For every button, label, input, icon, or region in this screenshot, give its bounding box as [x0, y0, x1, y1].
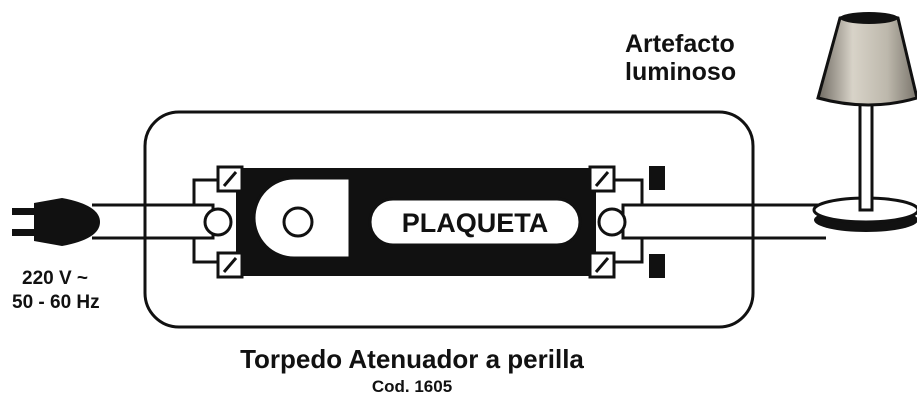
- diagram-title: Torpedo Atenuador a perilla: [240, 344, 584, 374]
- diagram-code: Cod. 1605: [372, 377, 452, 396]
- power-label-line2: 50 - 60 Hz: [12, 292, 100, 313]
- left-terminal-block: [192, 178, 248, 264]
- output-cable: [623, 203, 826, 240]
- screw-terminal-icon: [216, 165, 244, 193]
- potentiometer-knob-icon: [252, 176, 352, 260]
- board-label: PLAQUETA: [402, 208, 549, 238]
- screw-terminal-icon: [588, 251, 616, 279]
- board-mark-top: [649, 166, 665, 190]
- board-label-pill: [368, 197, 582, 247]
- power-label-line1: 220 V ~: [22, 268, 88, 289]
- lamp-label-line2: luminoso: [625, 58, 736, 86]
- lamp-label-line1: Artefacto: [625, 30, 735, 58]
- lamp-icon: [812, 12, 917, 232]
- screw-terminal-icon: [216, 251, 244, 279]
- screw-terminal-icon: [588, 165, 616, 193]
- plug-icon: [12, 198, 100, 246]
- board-mark-bottom: [649, 254, 665, 278]
